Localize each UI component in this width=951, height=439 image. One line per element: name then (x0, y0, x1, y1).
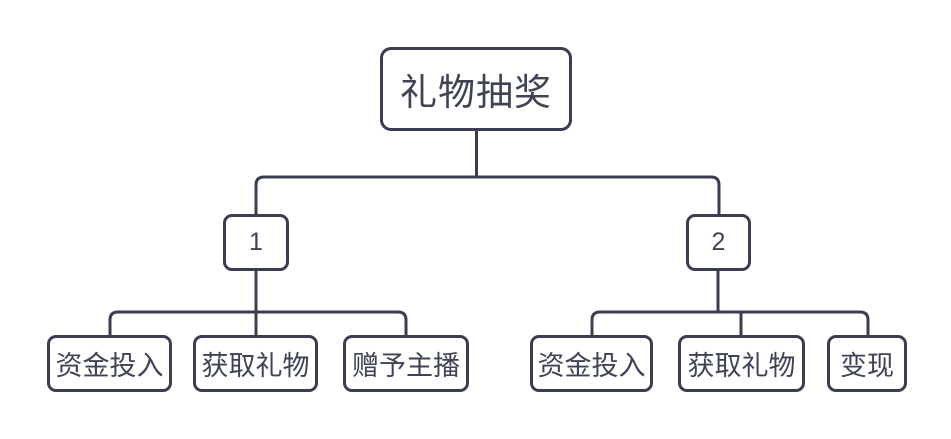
leaf-node-capital-investment-1: 资金投入 (47, 335, 172, 392)
connector-branch-bar (254, 175, 721, 214)
branch-node-1: 1 (223, 214, 289, 271)
connector-branch1-bar (108, 310, 408, 335)
leaf-node-give-to-streamer: 赠予主播 (343, 335, 469, 392)
leaf-node-capital-investment-2: 资金投入 (530, 335, 653, 392)
leaf-node-get-gifts-2: 获取礼物 (678, 335, 805, 392)
branch-node-2: 2 (686, 214, 751, 271)
root-node-gift-lottery: 礼物抽奖 (380, 47, 572, 131)
connector-branch2-bar (590, 310, 870, 335)
leaf-node-monetize: 变现 (827, 335, 907, 392)
leaf-node-get-gifts-1: 获取礼物 (193, 335, 318, 392)
